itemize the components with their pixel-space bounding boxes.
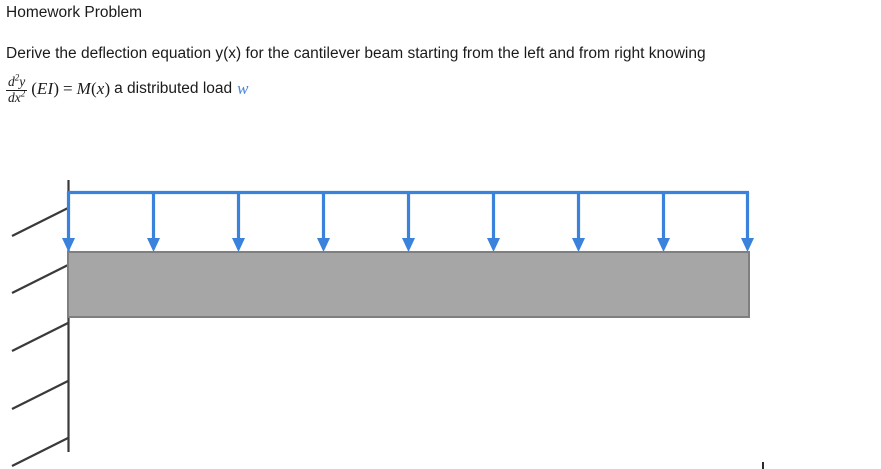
load-arrow — [62, 192, 75, 252]
second-derivative-fraction: d2y dx2 — [6, 72, 28, 105]
ei-symbol: EI — [36, 79, 54, 98]
x-variable: x — [96, 79, 105, 98]
numerator-d: d — [8, 74, 15, 90]
denominator-dx: dx — [8, 89, 21, 105]
hatch-line — [11, 437, 69, 467]
load-symbol-w: w — [237, 79, 249, 98]
load-arrow — [572, 192, 585, 252]
beam-rectangle — [67, 251, 750, 318]
load-arrow — [741, 192, 754, 252]
load-arrow — [317, 192, 330, 252]
numerator-exponent: 2 — [14, 72, 20, 83]
open-paren-x: ( — [91, 79, 97, 98]
load-arrow — [487, 192, 500, 252]
hatch-line — [11, 322, 69, 352]
open-paren-ei: ( — [31, 79, 37, 98]
wall-hatching — [11, 207, 69, 467]
hatch-line — [11, 264, 69, 294]
load-arrow — [147, 192, 160, 252]
hatch-line — [11, 207, 69, 237]
distributed-load-text: a distributed load — [114, 80, 233, 97]
hatch-line — [11, 380, 69, 410]
formula-line: d2y dx2 ( EI ) = M ( x ) a distributed l… — [6, 70, 249, 108]
moment-symbol: M — [76, 79, 92, 98]
load-arrow — [402, 192, 415, 252]
fraction-denominator: dx2 — [6, 88, 28, 105]
load-arrow — [657, 192, 670, 252]
problem-statement: Derive the deflection equation y(x) for … — [6, 45, 706, 62]
close-paren-ei: ) — [53, 79, 60, 98]
numerator-variable: y — [19, 74, 26, 90]
equals-sign: = — [63, 79, 73, 98]
load-arrow — [232, 192, 245, 252]
distributed-load-arrows — [62, 192, 754, 252]
fraction-numerator: d2y — [6, 72, 27, 90]
page-title: Homework Problem — [6, 4, 143, 21]
close-paren-x: ) — [104, 79, 111, 98]
denominator-exponent: 2 — [20, 88, 26, 98]
